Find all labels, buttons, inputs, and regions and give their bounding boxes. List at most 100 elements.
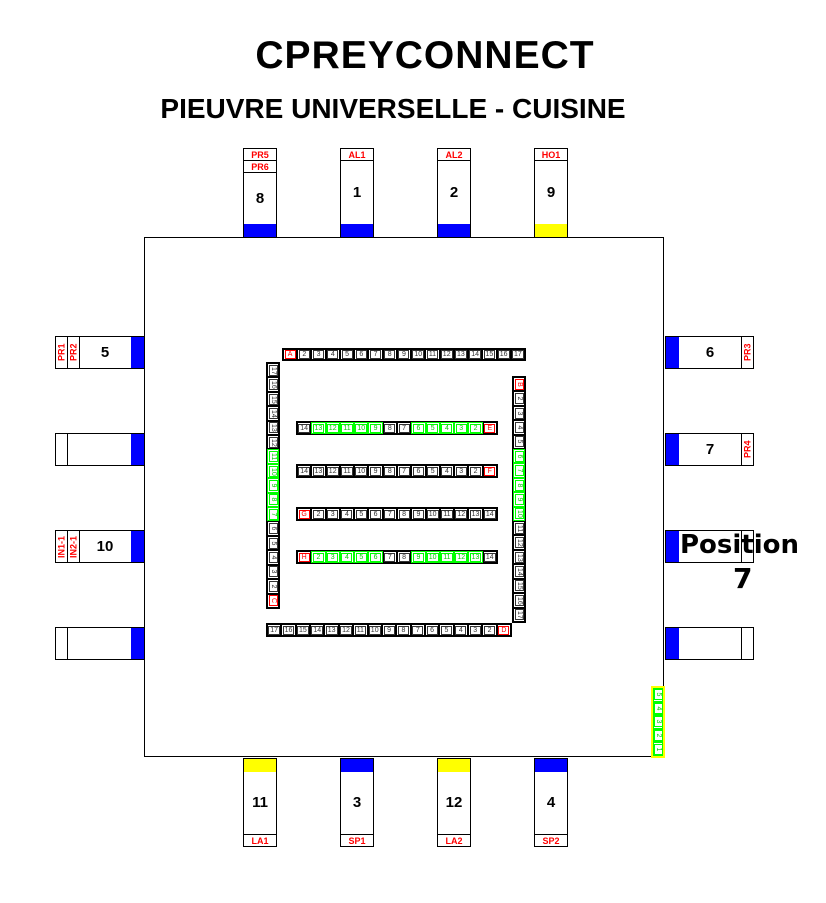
pin-cell[interactable]: 9 — [513, 492, 525, 507]
pin-cell[interactable]: C — [267, 593, 279, 608]
pin-cell[interactable]: 14 — [482, 551, 497, 563]
pin-cell[interactable]: 7 — [368, 349, 383, 360]
pin-cell[interactable]: 8 — [396, 551, 412, 563]
pin-cell[interactable]: 4 — [439, 422, 455, 434]
pin-cell[interactable]: G — [297, 508, 312, 520]
pin-cell[interactable]: 3 — [325, 551, 340, 563]
pin-cell[interactable]: 14 — [297, 465, 312, 477]
pin-cell[interactable]: 13 — [468, 508, 483, 520]
pin-cell[interactable]: 11 — [353, 624, 368, 636]
connector-right-3[interactable] — [665, 530, 754, 563]
pin-cell[interactable]: F — [482, 465, 497, 477]
pin-cell[interactable]: 7 — [513, 463, 525, 478]
pin-cell[interactable]: 7 — [382, 551, 397, 563]
pin-cell[interactable]: 2 — [513, 391, 525, 406]
pin-cell[interactable]: 2 — [653, 728, 663, 743]
pin-cell[interactable]: 13 — [324, 624, 339, 636]
pin-cell[interactable]: 2 — [311, 508, 326, 520]
pin-cell[interactable]: 2 — [468, 465, 483, 477]
pin-cell[interactable]: 13 — [311, 465, 326, 477]
pin-cell[interactable]: 8 — [396, 508, 412, 520]
pin-cell[interactable]: 14 — [310, 624, 325, 636]
pin-cell[interactable]: 5 — [267, 535, 279, 551]
pin-cell[interactable]: 3 — [311, 349, 326, 360]
pin-cell[interactable]: D — [496, 624, 512, 636]
pin-cell[interactable]: 9 — [411, 508, 426, 520]
pin-cell[interactable]: 10 — [411, 349, 426, 360]
pin-cell[interactable]: 5 — [354, 551, 369, 563]
pin-cell[interactable]: 17 — [510, 349, 525, 360]
pin-cell[interactable]: 4 — [439, 465, 455, 477]
pin-cell[interactable]: 14 — [468, 349, 483, 360]
pin-cell[interactable]: 4 — [453, 624, 469, 636]
connector-right-4[interactable] — [665, 627, 754, 660]
pin-cell[interactable]: 10 — [513, 506, 525, 522]
pin-cell[interactable]: 5 — [339, 349, 355, 360]
pin-cell[interactable]: 16 — [267, 377, 279, 392]
pin-cell[interactable]: 13 — [453, 349, 469, 360]
pin-cell[interactable]: 8 — [382, 465, 397, 477]
pin-cell[interactable]: 17 — [513, 607, 525, 622]
pin-cell[interactable]: 5 — [439, 624, 454, 636]
pin-cell[interactable]: 3 — [267, 564, 279, 580]
pin-cell[interactable]: A — [283, 349, 298, 360]
pin-cell[interactable]: 12 — [325, 465, 340, 477]
pin-cell[interactable]: 6 — [267, 521, 279, 536]
pin-cell[interactable]: 12 — [325, 422, 340, 434]
pin-cell[interactable]: 1 — [653, 742, 663, 756]
pin-cell[interactable]: 16 — [513, 593, 525, 608]
pin-cell[interactable]: 15 — [267, 391, 279, 407]
pin-cell[interactable]: 10 — [354, 465, 369, 477]
pin-cell[interactable]: 2 — [311, 551, 326, 563]
pin-cell[interactable]: 11 — [339, 422, 355, 434]
pin-cell[interactable]: 13 — [267, 420, 279, 436]
pin-cell[interactable]: 6 — [368, 551, 383, 563]
pin-cell[interactable]: 3 — [468, 624, 483, 636]
connector-left-4[interactable] — [55, 627, 144, 660]
pin-cell[interactable]: 9 — [411, 551, 426, 563]
pin-cell[interactable]: 7 — [382, 508, 397, 520]
pin-cell[interactable]: 12 — [267, 435, 279, 450]
pin-cell[interactable]: 7 — [267, 507, 279, 522]
pin-cell[interactable]: 2 — [482, 624, 497, 636]
pin-cell[interactable]: 2 — [267, 579, 279, 594]
pin-cell[interactable]: 12 — [454, 551, 469, 563]
pin-cell[interactable]: 10 — [425, 551, 440, 563]
pin-cell[interactable]: 4 — [653, 701, 663, 716]
pin-cell[interactable]: 2 — [297, 349, 312, 360]
pin-cell[interactable]: 6 — [411, 422, 426, 434]
pin-cell[interactable]: 17 — [267, 624, 282, 636]
pin-cell[interactable]: 5 — [354, 508, 369, 520]
pin-cell[interactable]: 5 — [425, 465, 440, 477]
pin-cell[interactable]: 8 — [396, 624, 411, 636]
pin-cell[interactable]: 12 — [454, 508, 469, 520]
pin-cell[interactable]: 3 — [325, 508, 340, 520]
pin-cell[interactable]: 8 — [267, 492, 279, 508]
pin-cell[interactable]: 13 — [311, 422, 326, 434]
pin-cell[interactable]: 14 — [482, 508, 497, 520]
pin-cell[interactable]: 4 — [339, 508, 355, 520]
pin-cell[interactable]: 11 — [513, 521, 525, 536]
pin-cell[interactable]: 2 — [468, 422, 483, 434]
pin-cell[interactable]: 6 — [411, 465, 426, 477]
pin-cell[interactable]: 7 — [396, 465, 412, 477]
pin-cell[interactable]: 7 — [410, 624, 425, 636]
pin-cell[interactable]: 3 — [653, 715, 663, 729]
pin-cell[interactable]: 7 — [396, 422, 412, 434]
pin-cell[interactable]: 15 — [295, 624, 311, 636]
pin-cell[interactable]: 6 — [368, 508, 383, 520]
connector-left-2[interactable] — [55, 433, 144, 466]
pin-cell[interactable]: 10 — [354, 422, 369, 434]
pin-cell[interactable]: 16 — [281, 624, 296, 636]
pin-cell[interactable]: 8 — [382, 422, 397, 434]
pin-cell[interactable]: 11 — [439, 508, 455, 520]
pin-cell[interactable]: 14 — [513, 564, 525, 579]
